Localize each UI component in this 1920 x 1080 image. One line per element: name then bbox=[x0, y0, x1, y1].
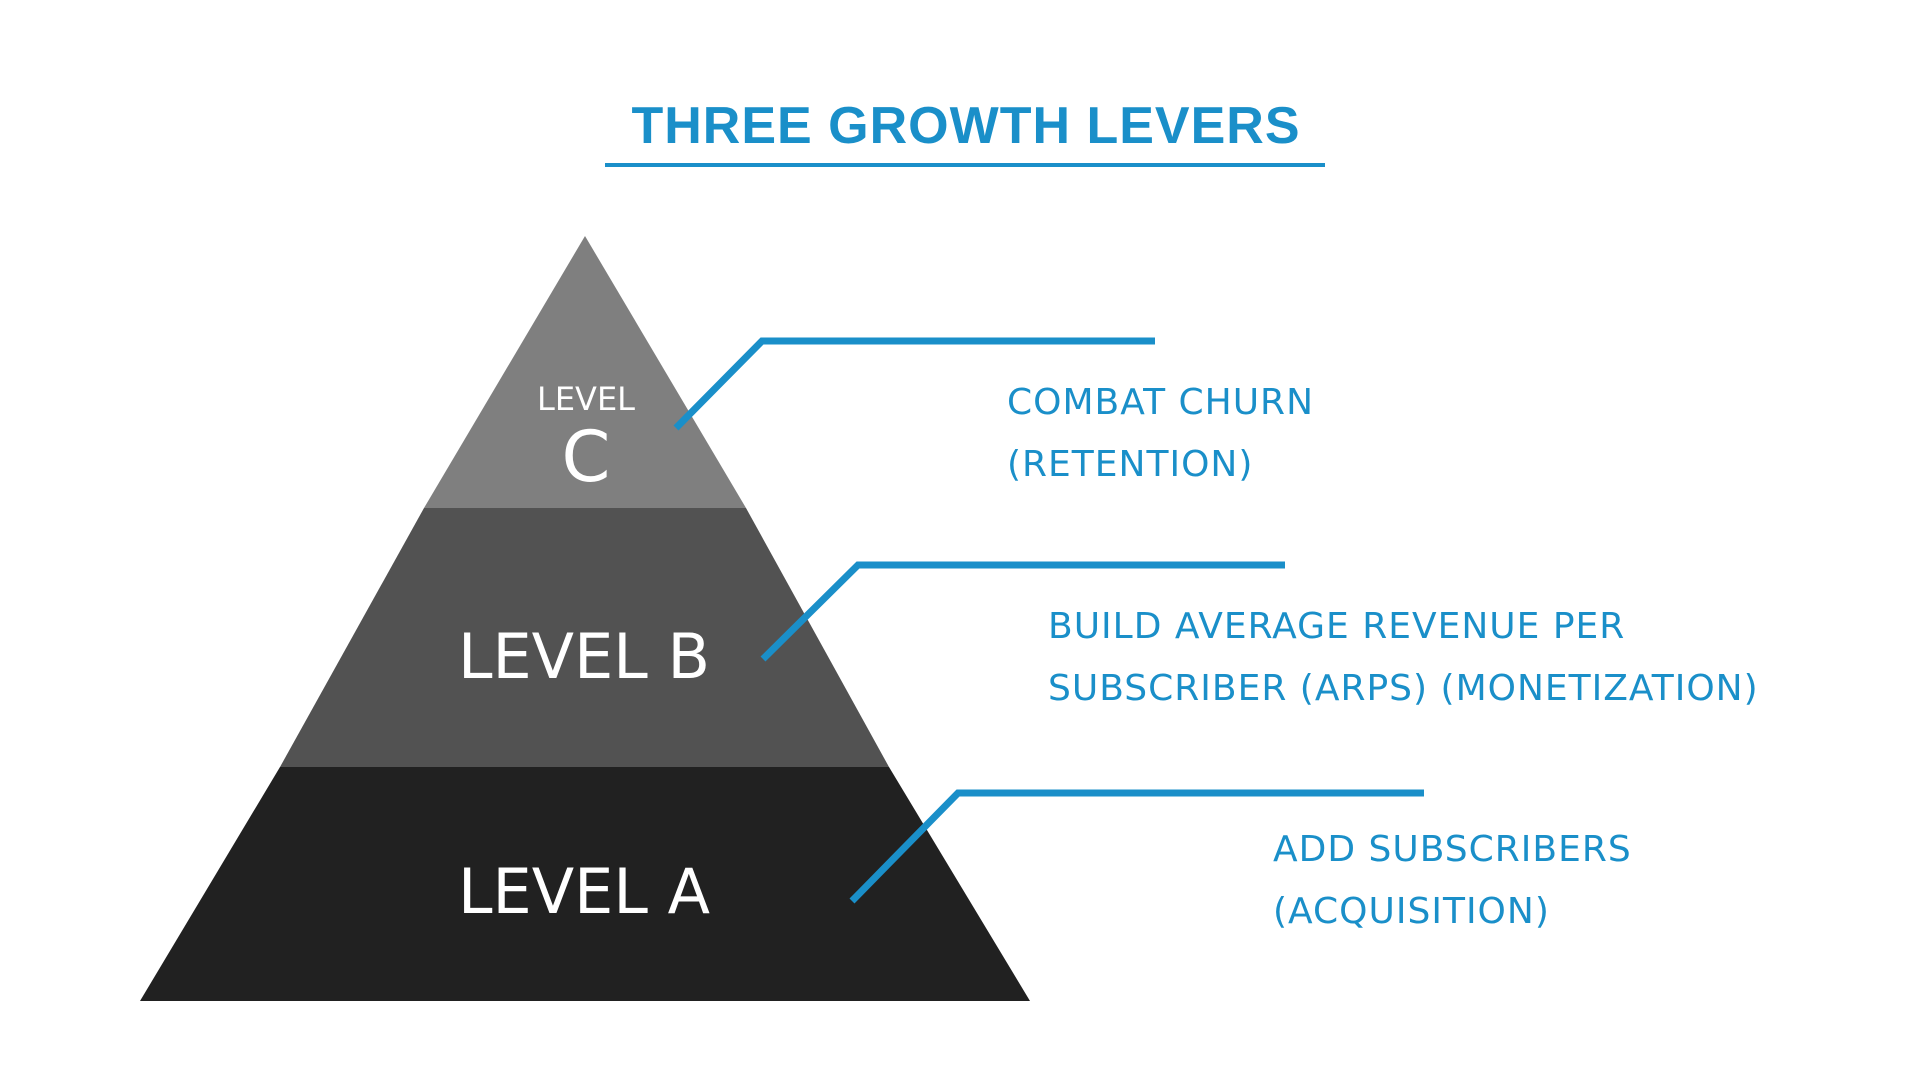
pyramid-tier-a bbox=[140, 767, 1030, 1001]
lever-text-c: COMBAT CHURN (RETENTION) bbox=[1007, 372, 1314, 496]
lever-a-line-1: ADD SUBSCRIBERS bbox=[1273, 829, 1632, 870]
title-underline bbox=[605, 163, 1325, 167]
lever-a-line-2: (ACQUISITION) bbox=[1273, 891, 1550, 932]
connector-line-b bbox=[760, 561, 1285, 662]
lever-c-line-2: (RETENTION) bbox=[1007, 444, 1254, 485]
diagram-title: THREE GROWTH LEVERS bbox=[631, 97, 1301, 155]
tier-c-label-small: LEVEL bbox=[537, 380, 635, 418]
lever-b-line-1: BUILD AVERAGE REVENUE PER bbox=[1048, 606, 1626, 647]
lever-c-line-1: COMBAT CHURN bbox=[1007, 382, 1314, 423]
connector-line-a bbox=[849, 789, 1424, 904]
connector-line-c bbox=[673, 337, 1155, 431]
tier-c-label-big: C bbox=[561, 416, 611, 498]
pyramid-tier-c bbox=[424, 236, 746, 508]
lever-b-line-2: SUBSCRIBER (ARPS) (MONETIZATION) bbox=[1048, 668, 1759, 709]
tier-a-label: LEVEL A bbox=[458, 855, 710, 928]
lever-text-b: BUILD AVERAGE REVENUE PER SUBSCRIBER (AR… bbox=[1048, 596, 1759, 720]
lever-text-a: ADD SUBSCRIBERS (ACQUISITION) bbox=[1273, 819, 1632, 943]
tier-b-label: LEVEL B bbox=[457, 620, 711, 693]
pyramid-tier-b bbox=[280, 508, 889, 767]
